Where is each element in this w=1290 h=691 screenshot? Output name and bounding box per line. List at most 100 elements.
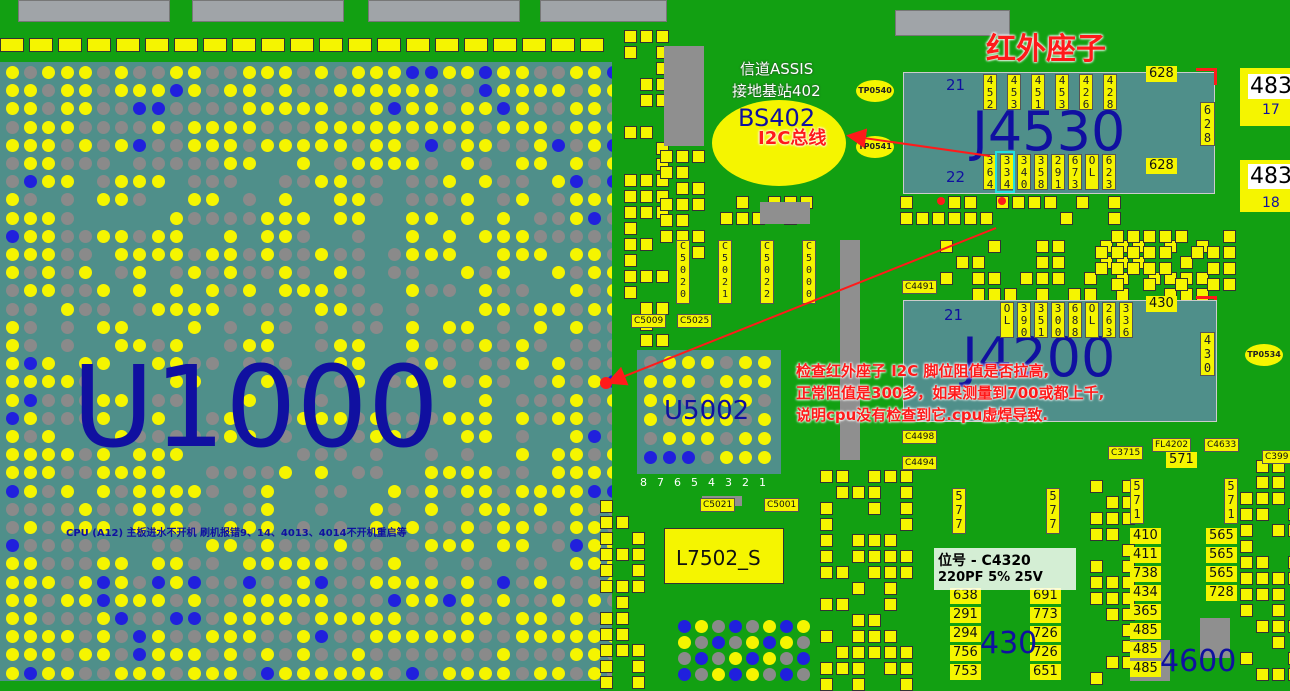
bga-pad xyxy=(442,593,456,607)
bga-pad xyxy=(533,484,547,498)
bga-pad xyxy=(169,448,183,462)
bga-pad xyxy=(497,375,511,389)
bga-pad xyxy=(570,66,584,79)
bga-pad xyxy=(133,66,147,79)
bga-pad xyxy=(115,648,129,662)
bga-pad xyxy=(97,175,110,189)
bga-pad xyxy=(351,211,365,225)
bga-pad xyxy=(533,666,547,680)
smd-pad xyxy=(640,270,653,283)
bga-pad xyxy=(24,157,38,170)
smd-pad xyxy=(1052,256,1065,269)
bga-pad xyxy=(97,521,110,534)
bga-pad xyxy=(479,66,493,79)
bga-pad xyxy=(406,138,420,152)
bga-pad xyxy=(442,357,456,371)
bga-pad xyxy=(570,357,584,371)
smd-pad xyxy=(1028,196,1041,209)
smd-pad xyxy=(640,94,653,107)
bga-pad xyxy=(6,557,19,571)
bga-pad xyxy=(242,84,256,98)
bga-pad xyxy=(78,539,92,553)
bga-pad xyxy=(115,339,129,352)
bga-pad xyxy=(461,102,474,116)
bga-pad xyxy=(78,393,92,407)
bga-pad xyxy=(188,248,201,261)
bga-pad xyxy=(78,102,92,116)
bga-pad xyxy=(60,284,74,298)
bga-pad xyxy=(78,138,92,152)
bga-pad xyxy=(60,521,74,534)
bga-pad xyxy=(297,593,311,607)
bga-pad xyxy=(588,102,602,116)
bga-pad xyxy=(370,448,383,462)
bga-pad xyxy=(133,157,147,170)
bga-pad xyxy=(169,229,183,243)
bga-pad xyxy=(370,302,383,316)
bga-pad xyxy=(406,320,420,334)
bga-pad xyxy=(242,430,256,443)
bga-pad xyxy=(351,284,365,298)
bga-pad xyxy=(260,84,274,98)
bga-pad xyxy=(424,120,438,134)
bga-pad xyxy=(6,448,19,462)
bga-pad xyxy=(169,84,183,98)
bga-pad xyxy=(297,630,311,644)
bga-pad xyxy=(606,302,612,316)
edge-tab-5 xyxy=(895,10,1010,36)
bga-pad xyxy=(169,666,183,680)
bga-pad xyxy=(297,575,311,589)
bga-pad xyxy=(497,102,511,116)
bga-pad xyxy=(406,630,420,644)
bga-pad xyxy=(6,539,19,553)
bga-pad xyxy=(406,157,420,170)
bga-pad xyxy=(461,448,474,462)
bga-pad xyxy=(115,138,129,152)
bga-pad xyxy=(606,138,612,152)
smd-pad xyxy=(624,270,637,283)
bga-pad xyxy=(151,357,165,371)
bga-pad xyxy=(297,521,311,534)
bga-pad xyxy=(315,120,329,134)
smd-pad xyxy=(676,214,689,227)
bga-pad xyxy=(315,302,329,316)
bga-pad xyxy=(570,138,584,152)
bga-pad xyxy=(206,211,220,225)
bga-pad xyxy=(224,593,238,607)
bga-pad xyxy=(533,521,547,534)
top-smd xyxy=(87,38,111,52)
bga-pad xyxy=(151,539,165,553)
bga-pad xyxy=(479,466,493,480)
bga-pad xyxy=(479,138,493,152)
bga-pad xyxy=(333,648,347,662)
bga-pad xyxy=(479,302,493,316)
bga-pad xyxy=(224,138,238,152)
bga-pad xyxy=(78,266,92,280)
bga-pad xyxy=(497,612,511,625)
bga-pad xyxy=(242,193,256,207)
bga-pad xyxy=(315,484,329,498)
bga-pad xyxy=(515,430,529,443)
bga-pad xyxy=(552,357,565,371)
bga-pad xyxy=(351,66,365,79)
bga-pad xyxy=(497,539,511,553)
edge-tab-2 xyxy=(192,0,344,22)
bga-pad xyxy=(606,193,612,207)
bga-pad xyxy=(388,84,402,98)
bga-pad xyxy=(351,539,365,553)
bga-pad xyxy=(533,157,547,170)
bga-pad xyxy=(60,138,74,152)
bga-pad xyxy=(606,320,612,334)
bga-pad xyxy=(60,448,74,462)
bga-pad xyxy=(224,211,238,225)
bga-pad xyxy=(242,539,256,553)
bga-pad xyxy=(6,411,19,425)
bga-pad xyxy=(24,175,38,189)
bga-pad xyxy=(570,120,584,134)
bga-pad xyxy=(6,593,19,607)
bga-pad xyxy=(42,666,56,680)
bga-pad xyxy=(388,484,402,498)
bga-pad xyxy=(388,66,402,79)
bga-pad xyxy=(606,102,612,116)
